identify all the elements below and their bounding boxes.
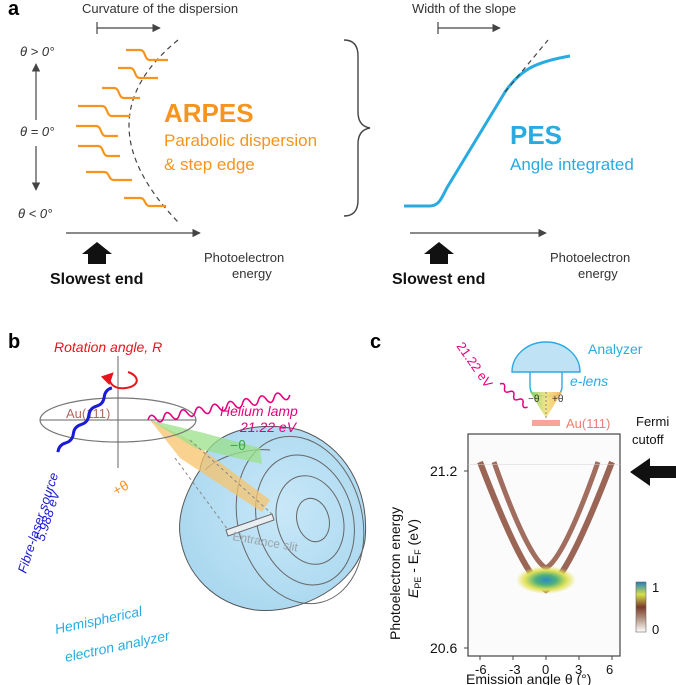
ylabel-line1: Photoelectron energy: [387, 507, 403, 640]
slowest-end-arrow-right: [424, 242, 454, 264]
analyzer-label-c: Analyzer: [588, 341, 643, 357]
xtick-neg6: -6: [475, 662, 487, 677]
ytick-206: 20.6: [430, 640, 457, 656]
pes-tangent-dashed: [504, 39, 549, 93]
fermi-label-1: Fermi: [636, 414, 669, 429]
rotation-stage: [39, 356, 197, 468]
panel-c: c Analyzer e-lens −θ +θ Au(111) 21.22 eV…: [370, 331, 676, 685]
slit-guide-1: [174, 457, 229, 531]
helium-label-1: Helium lamp: [220, 403, 298, 419]
analyzer-dome: [511, 341, 581, 373]
plus-theta-c: +θ: [552, 394, 564, 405]
y-axis-label: Photoelectron energy EPE - EF (eV): [387, 507, 423, 640]
minus-theta-c: −θ: [528, 394, 540, 405]
arpes-line1: Parabolic dispersion: [164, 131, 317, 150]
panel-a-label: a: [8, 0, 20, 20]
fibre-laser-wave: [56, 386, 113, 453]
slowest-end-arrow-left: [82, 242, 112, 264]
pes-header: Width of the slope: [412, 1, 516, 16]
arpes-line2: & step edge: [164, 155, 255, 174]
arpes-spectrum: [467, 433, 621, 657]
arpes-xlabel-2: energy: [232, 266, 272, 281]
arpes-slowest-label: Slowest end: [50, 271, 143, 288]
xtick-0: 0: [542, 662, 549, 677]
x-tick-marks: [479, 656, 613, 660]
pes-slowest-label: Slowest end: [392, 271, 485, 288]
plus-theta-b: +θ: [110, 477, 132, 499]
xtick-3: 3: [575, 662, 582, 677]
x-axis-label: Emission angle θ (°): [466, 671, 591, 685]
pes-title: PES: [510, 120, 562, 150]
photon-label-c: 21.22 eV: [454, 339, 496, 391]
panel-b-label: b: [8, 331, 20, 353]
pes-subtitle: Angle integrated: [510, 155, 634, 174]
elens-label: e-lens: [570, 373, 608, 389]
arpes-xlabel-1: Photoelectron: [204, 250, 284, 265]
curly-brace: [343, 39, 371, 217]
entrance-slit: [225, 513, 275, 537]
theta-negative-label: θ < 0°: [18, 206, 52, 221]
fermi-label-2: cutoff: [632, 432, 664, 447]
pes-subpanel: Width of the slope PES Angle integrated …: [392, 1, 634, 288]
theta-zero-label: θ = 0°: [20, 124, 54, 139]
panel-b: b Rotation angle, R Au(111) Helium la: [8, 331, 367, 665]
band-bottom-intensity: [516, 566, 576, 594]
photoelectron-beam-green: [150, 420, 262, 464]
fermi-arrow: [630, 458, 676, 486]
au111-label-c: Au(111): [566, 416, 610, 431]
helium-label-2: 21.22 eV: [239, 419, 298, 435]
helium-lamp-wave: [147, 392, 291, 423]
panel-a: a Curvature of the dispersion θ > 0° θ =…: [8, 0, 634, 288]
arpes-subpanel: Curvature of the dispersion θ > 0° θ = 0…: [18, 1, 317, 288]
xtick-6: 6: [606, 662, 613, 677]
rotation-arrow: [100, 371, 138, 390]
slit-guide-2: [189, 439, 273, 515]
pes-xlabel-1: Photoelectron: [550, 250, 630, 265]
au111-sample-c: [532, 420, 560, 426]
colorbar-min: 0: [652, 622, 659, 637]
ytick-212: 21.2: [430, 463, 457, 479]
rotation-label: Rotation angle, R: [54, 339, 162, 355]
colorbar: [635, 581, 647, 633]
panel-c-label: c: [370, 331, 381, 353]
photon-wave-c: [499, 382, 528, 409]
pes-curve: [404, 54, 571, 208]
pes-xlabel-2: energy: [578, 266, 618, 281]
analyzer-label-2: electron analyzer: [63, 627, 172, 665]
colorbar-max: 1: [652, 580, 659, 595]
ylabel-line2: EPE - EF (eV): [405, 519, 423, 598]
analyzer-label-1: Hemispherical: [53, 603, 144, 637]
photoelectron-beam-orange: [150, 420, 270, 512]
theta-positive-label: θ > 0°: [20, 44, 54, 59]
arpes-header: Curvature of the dispersion: [82, 1, 238, 16]
minus-theta-b: −θ: [230, 437, 246, 453]
arpes-title: ARPES: [164, 98, 254, 128]
step-edges: [76, 48, 168, 208]
xtick-neg3: -3: [509, 662, 521, 677]
